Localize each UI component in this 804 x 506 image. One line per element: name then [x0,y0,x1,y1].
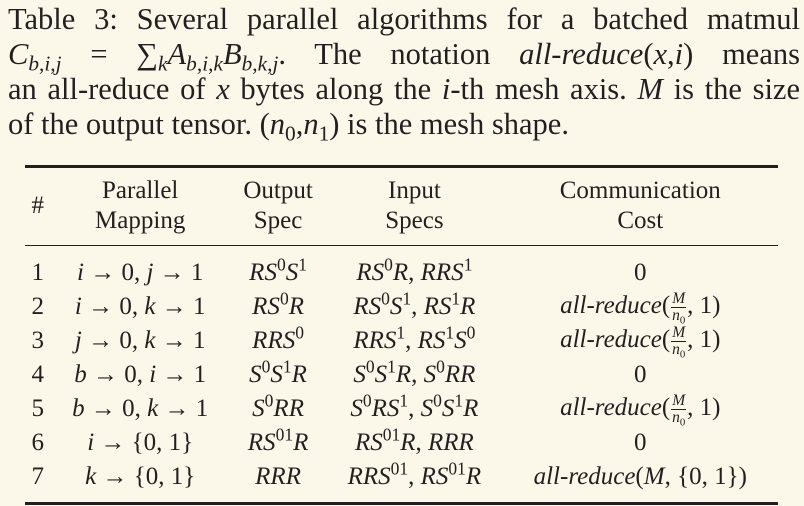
table-row: 4 b → 0, i → 1 S0S1R S0S1R, S0RR 0 [25,358,778,392]
table-row: 7 k → {0, 1} RRR RRS01, RS01R all-reduce(M, … [25,460,778,504]
cell-row-number: 2 [31,293,45,320]
table-body: 1 i → 0, j → 1 RS0S1 RS0R, RRS1 0 2 i → 0, k →… [25,246,778,504]
table-row: 5 b → 0, k → 1 S0RR S0RS1, S0S1R all-reduce(… [25,390,778,428]
cell-output-spec: S0RR [252,390,304,422]
table-row: 3 j → 0, k → 1 RRS0 RRS1, RS1S0 all-reduce(M… [25,322,778,360]
caption-line: Cb,i,j = ∑kAb,i,kBb,k,j. The notation al… [8,37,800,76]
cell-row-number: 7 [31,463,45,490]
cell-input-specs: S0RS1, S0S1R [350,390,479,422]
cell-row-number: 1 [31,259,45,286]
cell-parallel-mapping: k → {0, 1} [85,463,196,490]
cell-parallel-mapping: b → 0, k → 1 [72,395,209,422]
cell-input-specs: RS01R, RRR [354,424,474,456]
table-caption: Table 3: Several parallel algorithms for… [8,2,800,146]
cell-output-spec: RRR [255,463,301,490]
cell-row-number: 6 [31,429,45,456]
table-row: 2 i → 0, k → 1 RS0R RS0S1, RS1R all-reduce(M… [25,288,778,326]
cell-row-number: 3 [31,327,45,354]
table-row: 6 i → {0, 1} RS01R RS01R, RRR 0 [25,426,778,460]
cell-output-spec: RS0S1 [249,254,307,286]
cell-parallel-mapping: i → 0, j → 1 [76,259,204,286]
cell-parallel-mapping: i → 0, k → 1 [74,293,206,320]
cell-communication-cost: 0 [634,259,647,286]
cell-input-specs: RRS01, RS01R [347,458,482,490]
cell-parallel-mapping: j → 0, k → 1 [74,327,206,354]
header-row-number: # [31,192,45,219]
cell-output-spec: RRS0 [252,322,304,354]
cell-communication-cost: 0 [634,429,647,456]
cell-input-specs: RS0S1, RS1R [353,288,476,320]
cell-row-number: 5 [31,395,45,422]
cell-parallel-mapping: b → 0, i → 1 [74,361,207,388]
cell-output-spec: RS0R [252,288,304,320]
cell-parallel-mapping: i → {0, 1} [87,429,194,456]
cell-output-spec: S0S1R [249,356,307,388]
cell-input-specs: RRS1, RS1S0 [353,322,476,354]
cell-communication-cost: 0 [634,361,647,388]
cell-input-specs: RS0R, RRS1 [356,254,473,286]
cell-communication-cost: all-reduce(M, {0, 1}) [533,463,747,490]
caption-line: an all-reduce of x bytes along the i-th … [8,72,800,106]
cell-output-spec: RS01R [247,424,309,456]
caption-line: of the output tensor. (n0,n1) is the mes… [8,107,569,146]
cell-input-specs: S0S1R, S0RR [353,356,476,388]
caption-line: Table 3: Several parallel algorithms for… [8,2,800,36]
table-row: 1 i → 0, j → 1 RS0S1 RS0R, RRS1 0 [25,246,778,291]
cell-row-number: 4 [31,361,45,388]
